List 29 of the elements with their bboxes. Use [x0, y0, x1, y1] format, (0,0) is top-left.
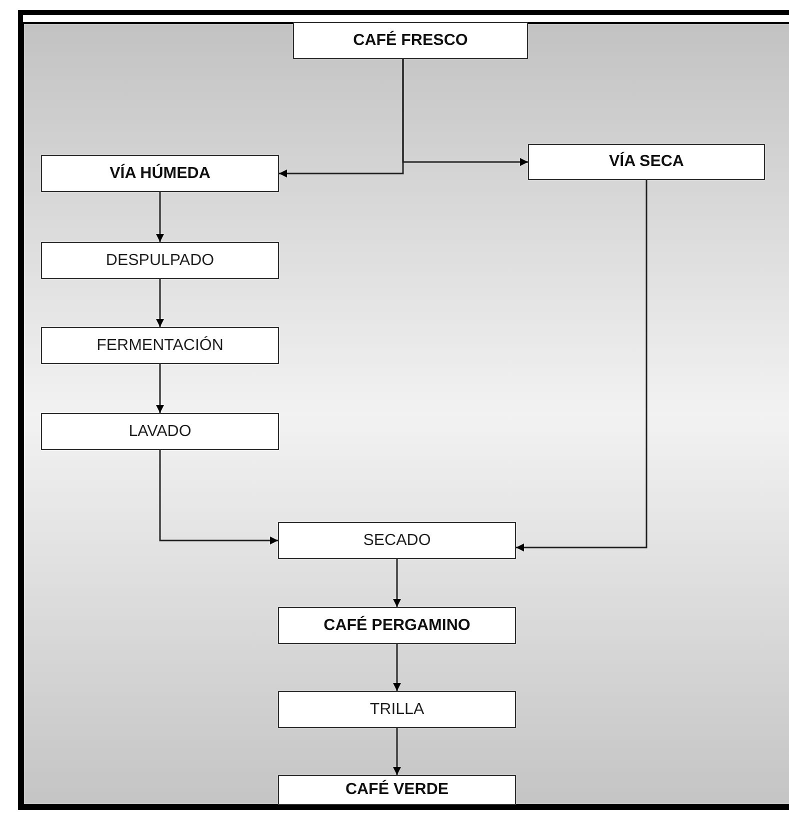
process-box: [41, 327, 279, 364]
step-label: CAFÉ FRESCO: [353, 32, 468, 50]
process-box: [41, 242, 279, 279]
process-box: [293, 22, 528, 59]
step-label: VÍA SECA: [609, 153, 684, 171]
process-box: [278, 775, 516, 805]
step-label: VÍA HÚMEDA: [110, 164, 210, 182]
arrow: [393, 644, 401, 691]
step-label: CAFÉ PERGAMINO: [324, 616, 470, 634]
arrow: [156, 364, 164, 413]
process-box: [278, 691, 516, 728]
process-box: [278, 607, 516, 644]
arrow: [393, 728, 401, 775]
step-label: DESPULPADO: [106, 252, 214, 270]
step-label: CAFÉ VERDE: [345, 781, 449, 799]
arrow: [159, 450, 278, 544]
arrow: [156, 279, 164, 327]
process-box: [41, 413, 279, 450]
process-box: [528, 144, 765, 180]
arrow: [156, 192, 164, 242]
arrow: [516, 180, 648, 552]
arrow: [393, 559, 401, 607]
step-label: FERMENTACIÓN: [96, 336, 224, 354]
process-box: [41, 155, 279, 192]
process-box: [278, 522, 516, 559]
arrow: [402, 59, 528, 166]
step-label: TRILLA: [370, 700, 424, 718]
step-label: SECADO: [363, 532, 431, 550]
step-label: LAVADO: [128, 422, 192, 440]
